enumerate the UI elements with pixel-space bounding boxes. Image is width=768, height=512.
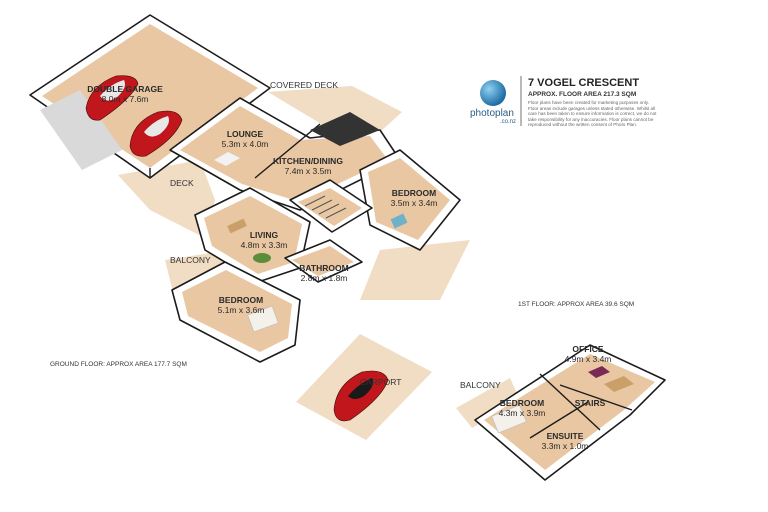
- logo-sub: .co.nz: [500, 119, 517, 125]
- room-name: DOUBLE GARAGE: [87, 84, 163, 94]
- ff-balcony-area: [456, 378, 520, 428]
- bedroom-ne-block: [359, 149, 461, 251]
- covered-deck-label: COVERED DECK: [270, 80, 338, 90]
- car-icon: [129, 110, 183, 157]
- room-name: BEDROOM: [219, 295, 263, 305]
- property-title: 7 VOGEL CRESCENT: [528, 77, 640, 89]
- stair-hall-block: [289, 179, 373, 233]
- desk-icon: [604, 376, 634, 392]
- deck-label: DECK: [170, 178, 194, 188]
- bedroom-sw-block: [171, 261, 301, 363]
- car-icon: [333, 370, 389, 422]
- side-terrace: [360, 240, 470, 300]
- first-floor-block: [474, 344, 666, 481]
- room-dims: 4.3m x 3.9m: [499, 408, 546, 418]
- room-dims: 5.1m x 3.6m: [218, 305, 265, 315]
- info-divider: [520, 76, 522, 126]
- room-name: STAIRS: [575, 398, 606, 408]
- double-garage-block: [29, 14, 271, 179]
- room-name: OFFICE: [572, 344, 603, 354]
- room-name: BEDROOM: [392, 188, 436, 198]
- room-name: BEDROOM: [500, 398, 544, 408]
- main-house-block: [169, 97, 401, 211]
- photoplan-logo: photoplan .co.nz: [470, 78, 520, 130]
- disclaimer-text: Floor plans have been created for market…: [528, 100, 657, 128]
- total-area: APPROX. FLOOR AREA 217.3 SQM: [528, 91, 637, 98]
- carport-label: CARPORT: [360, 377, 401, 387]
- room-dims: 7.4m x 3.5m: [285, 166, 332, 176]
- logo-globe-icon: [480, 80, 506, 106]
- room-dims: 5.3m x 4.0m: [222, 139, 269, 149]
- room-dims: 4.9m x 3.4m: [565, 354, 612, 364]
- bathroom-block: [284, 239, 363, 283]
- ff-balcony-label: BALCONY: [460, 380, 501, 390]
- deck-area: [118, 160, 215, 238]
- car-icon: [85, 75, 139, 121]
- room-dims: 2.8m x 1.8m: [301, 273, 348, 283]
- first-floor-area-label: 1ST FLOOR: APPROX AREA 39.6 SQM: [518, 301, 635, 308]
- balcony-label: BALCONY: [170, 255, 211, 265]
- living-block: [194, 187, 311, 283]
- room-name: LIVING: [250, 230, 279, 240]
- plant-icon: [253, 253, 271, 263]
- room-dims: 3.3m x 1.0m: [542, 441, 589, 451]
- room-dims: 3.5m x 3.4m: [391, 198, 438, 208]
- chair-icon: [588, 366, 610, 378]
- room-name: ENSUITE: [547, 431, 584, 441]
- room-name: BATHROOM: [299, 263, 348, 273]
- room-dims: 4.8m x 3.3m: [241, 240, 288, 250]
- garage-door-panel: [40, 90, 122, 170]
- room-name: KITCHEN/DINING: [273, 156, 343, 166]
- logo-text: photoplan: [470, 108, 514, 119]
- room-name: LOUNGE: [227, 129, 264, 139]
- room-dims: 8.0m x 7.6m: [102, 94, 149, 104]
- ground-floor-area-label: GROUND FLOOR: APPROX AREA 177.7 SQM: [50, 361, 187, 368]
- carport-block: [296, 334, 432, 440]
